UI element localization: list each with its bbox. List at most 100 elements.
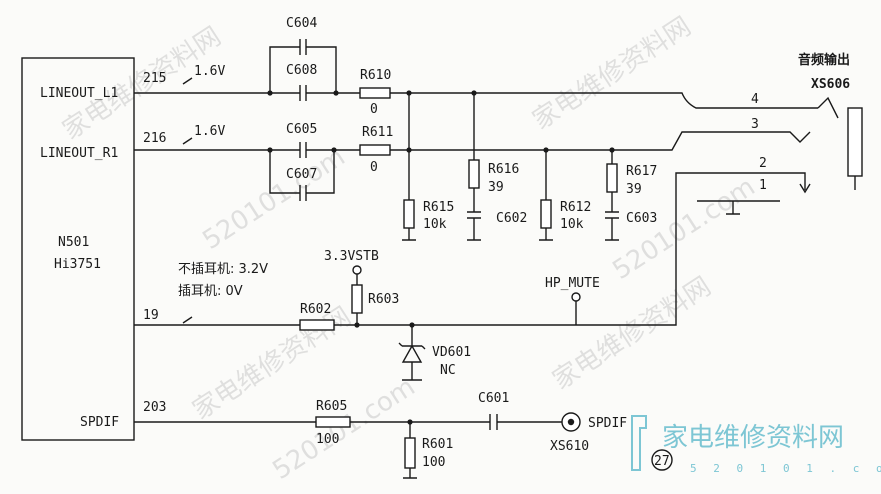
resistor-r601 [404,437,416,469]
junction [267,147,273,153]
value-vd601: NC [440,363,456,378]
zener-tips [398,342,426,350]
value-r612: 10k [560,217,584,232]
wire-jack-gnd [697,200,780,215]
jack-pin-1: 1 [759,178,767,193]
spdif-out-label: SPDIF [588,416,627,431]
label-c608: C608 [286,63,317,78]
value-r610: 0 [370,102,378,117]
jack-pin-3: 3 [751,117,759,132]
wire-r615 [402,93,416,241]
wire-r617-c603 [605,150,619,241]
label-r601: R601 [422,437,453,452]
page-number: 27 [654,454,670,469]
ic-box [21,57,135,441]
ic-part: Hi3751 [54,257,101,272]
watermark-url: 520101.com [197,142,350,256]
jack-pin-2: 2 [759,156,767,171]
jack-contact-4 [817,96,839,119]
brand-logo-icon [631,415,647,471]
probe-arrow [182,137,193,145]
resistor-r616 [468,159,480,189]
resistor-r617 [606,163,618,193]
label-r612: R612 [560,200,591,215]
jack-title: 音频输出 [798,52,850,68]
wire-c604 [269,46,337,93]
voltage-r1: 1.6V [194,124,225,139]
jack-contact-arrow [799,183,811,194]
label-r610: R610 [360,68,391,83]
pin-number-216: 216 [143,131,166,146]
junction [267,90,273,96]
cap-c607 [299,185,307,201]
value-r615: 10k [423,217,447,232]
label-vd601: VD601 [432,345,471,360]
resistor-r611 [359,144,391,156]
resistor-r603 [351,284,363,314]
spdif-out-ref: XS610 [550,439,589,454]
label-c602: C602 [496,211,527,226]
jack-pin-4: 4 [751,92,759,107]
right-channel: C605 C607 R611 0 R612 10k R617 39 C603 [134,122,811,241]
resistor-r602 [299,319,335,331]
wire-r601 [403,422,417,479]
pin-number-19: 19 [143,308,159,323]
resistor-r615 [403,199,415,229]
value-r601: 100 [422,455,445,470]
wire-r612 [539,150,553,241]
pin-name-lineout-l1: LINEOUT_L1 [40,86,118,101]
label-r605: R605 [316,399,347,414]
zener-vd601 [401,325,423,381]
wire-r616-c602 [467,93,481,241]
brand-text: 家电维修资料网 [662,423,844,453]
page-number-circle [651,449,673,471]
resistor-r612 [540,199,552,229]
label-c604: C604 [286,16,317,31]
hp-note-plugged: 插耳机: 0V [178,284,243,299]
ic-ref: N501 [58,235,89,250]
cap-c608 [299,85,307,101]
cap-c604 [299,39,307,55]
pin-name-spdif: SPDIF [80,415,119,430]
probe-arrow [182,77,193,85]
wire-r1 [134,131,811,151]
net-3v3stb: 3.3VSTB [324,249,379,264]
label-r616: R616 [488,162,519,177]
jack-xs606: 音频输出 XS606 4 3 2 1 [697,52,863,215]
pin-number-215: 215 [143,71,166,86]
cap-c605 [299,142,307,158]
wire-detect [134,172,806,326]
junction [331,147,337,153]
watermark-url: 520101.com [267,372,420,486]
terminal-3v3stb [352,265,362,275]
value-r616: 39 [488,180,504,195]
wire-l1 [134,92,818,109]
pin-number-203: 203 [143,400,166,415]
label-c607: C607 [286,167,317,182]
label-r602: R602 [300,302,331,317]
spdif-chain: R605 100 R601 100 C601 SPDIF XS610 [134,391,627,479]
label-r603: R603 [368,292,399,307]
brand-url: 5 2 0 1 0 1 . c o m [690,462,881,475]
left-channel: C604 C608 R610 0 R615 10k R616 39 C602 [134,16,818,241]
junction [406,147,412,153]
value-r611: 0 [370,160,378,175]
coax-connector-inner [567,418,575,426]
junction [333,90,339,96]
value-r617: 39 [626,182,642,197]
voltage-l1: 1.6V [194,64,225,79]
label-r611: R611 [362,125,393,140]
cap-c601 [489,414,498,430]
hp-note-unplugged: 不插耳机: 3.2V [178,262,268,277]
resistor-r605 [315,416,351,428]
label-r615: R615 [423,200,454,215]
brand-watermark: 家电维修资料网 5 2 0 1 0 1 . c o m [631,415,881,475]
terminal-hp-mute [571,292,581,302]
label-c605: C605 [286,122,317,137]
label-r617: R617 [626,164,657,179]
hp-detect: R602 3.3VSTB R603 VD601 NC HP_MUTE [134,172,811,381]
pin-name-lineout-r1: LINEOUT_R1 [40,146,118,161]
wire-c607 [269,150,335,194]
